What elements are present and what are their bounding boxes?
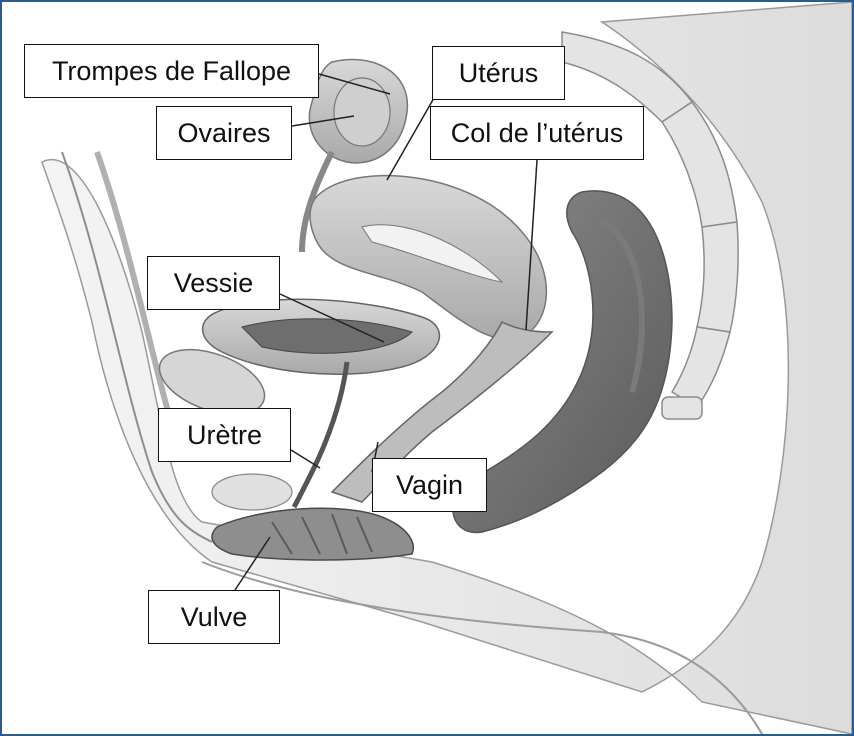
label-vessie: Vessie xyxy=(147,256,280,310)
label-uterus: Utérus xyxy=(432,46,565,100)
label-vulve: Vulve xyxy=(148,590,280,644)
label-trompes-de-fallope: Trompes de Fallope xyxy=(24,44,319,98)
pubic-bone-lower xyxy=(212,474,292,510)
ovary xyxy=(334,78,390,146)
label-ovaires: Ovaires xyxy=(156,106,292,160)
label-vagin: Vagin xyxy=(372,458,487,512)
label-uretre: Urètre xyxy=(158,408,291,462)
label-col-de-luterus: Col de l’utérus xyxy=(430,106,644,160)
vulva xyxy=(212,508,413,560)
